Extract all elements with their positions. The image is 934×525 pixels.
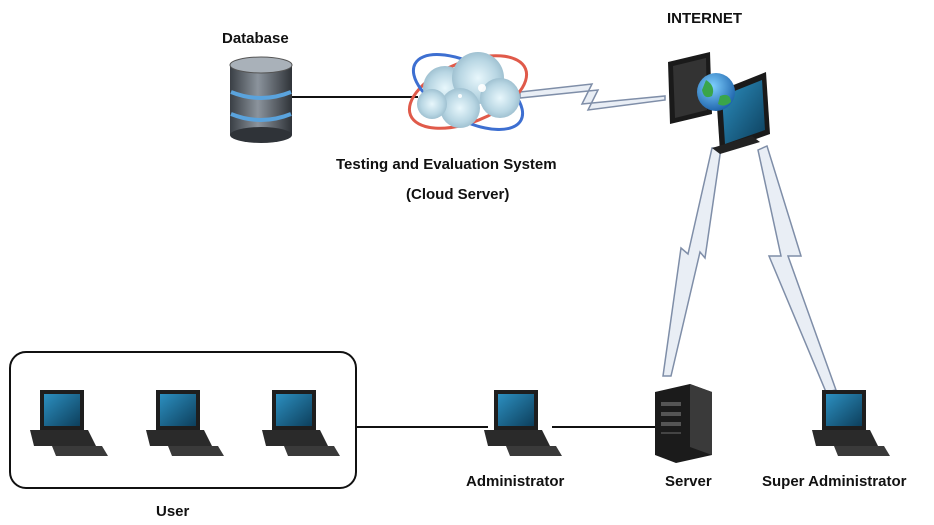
server-label: Server (665, 473, 712, 490)
internet-monitor-icon (668, 52, 770, 154)
internet-server-wireless-link (662, 147, 722, 377)
user-group-box (9, 351, 357, 489)
user-label: User (156, 503, 190, 520)
server-tower-icon (655, 384, 712, 463)
internet-label: INTERNET (667, 10, 742, 27)
super-administrator-label: Super Administrator (762, 473, 907, 490)
cloud-internet-wireless-link (519, 83, 666, 111)
database-icon (229, 56, 293, 143)
administrator-computer-icon (484, 390, 562, 456)
database-label: Database (222, 30, 289, 47)
super-administrator-computer-icon (812, 390, 890, 456)
cloud-server-icon (407, 52, 529, 131)
cloud-label-line1: Testing and Evaluation System (336, 156, 557, 173)
internet-superadmin-wireless-link (757, 144, 837, 393)
user-computer-icon (262, 390, 340, 456)
user-computer-icon (30, 390, 108, 456)
cloud-label-line2: (Cloud Server) (406, 186, 510, 203)
user-computer-icon (146, 390, 224, 456)
administrator-label: Administrator (466, 473, 565, 490)
